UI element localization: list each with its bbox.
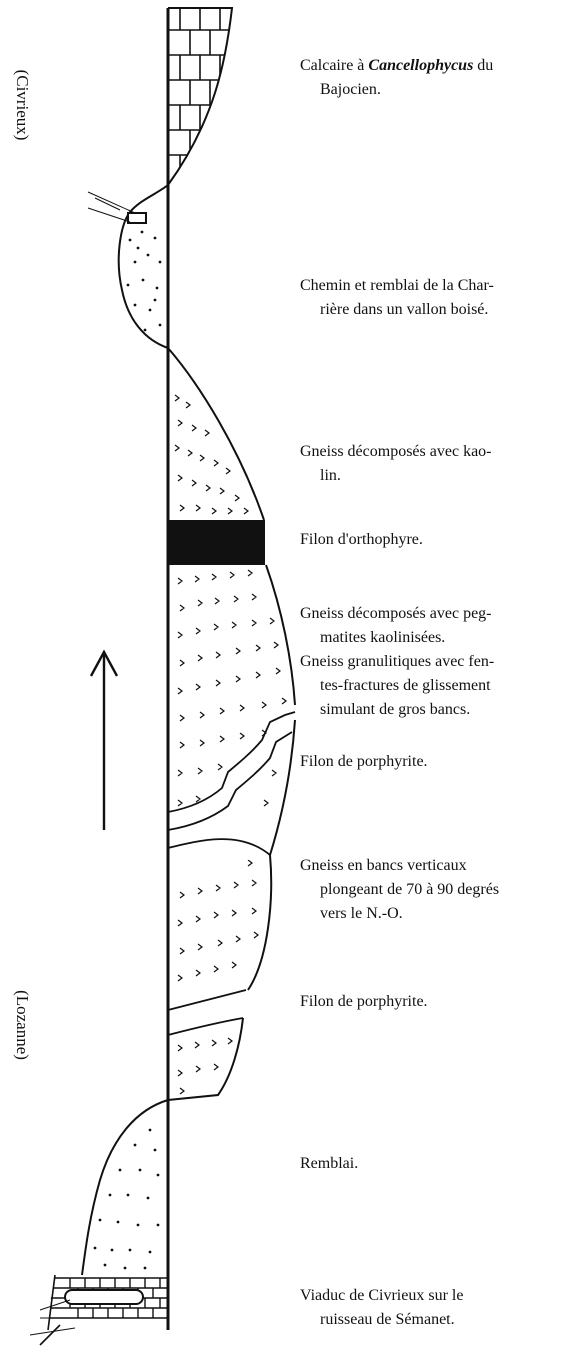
direction-arrow-icon — [91, 652, 117, 830]
layer-label-remblai: Remblai. — [300, 1152, 578, 1176]
layer-label-calcaire: Calcaire à Cancellophycus du Bajocien. — [300, 54, 578, 102]
viaduc-layer — [30, 1275, 168, 1345]
gneiss-lower-layer — [168, 1018, 243, 1100]
layer-label-gneiss-granulitiques: Gneiss granulitiques avec fen- tes-fract… — [300, 650, 578, 722]
chemin-layer — [88, 185, 168, 348]
layer-label-chemin: Chemin et remblai de la Char- rière dans… — [300, 274, 578, 322]
layer-label-viaduc: Viaduc de Civrieux sur le ruisseau de Sé… — [300, 1284, 578, 1332]
gneiss-kaolin-layer — [168, 348, 264, 520]
porphyrite-1-band — [168, 712, 295, 830]
gneiss-bancs-layer — [168, 855, 271, 1035]
calcaire-layer — [168, 8, 235, 185]
layer-label-gneiss-kaolin: Gneiss décomposés avec kao- lin. — [300, 440, 578, 488]
side-label-top: (Civrieux) — [7, 40, 37, 170]
layer-label-porphyrite-2: Filon de porphyrite. — [300, 990, 578, 1014]
layer-label-orthophyre: Filon d'orthophyre. — [300, 528, 578, 552]
gneiss-granulitiques-layer — [168, 565, 295, 855]
layer-label-porphyrite-1: Filon de porphyrite. — [300, 750, 578, 774]
layer-label-gneiss-pegmatites: Gneiss décomposés avec peg- matites kaol… — [300, 602, 578, 650]
layer-label-gneiss-bancs: Gneiss en bancs verticaux plongeant de 7… — [300, 854, 578, 926]
geological-section-drawing — [0, 0, 300, 1347]
remblai-layer — [82, 1100, 168, 1275]
side-label-bottom: (Lozanne) — [7, 960, 37, 1090]
porphyrite-2-band — [168, 990, 246, 1035]
orthophyre-layer — [168, 520, 265, 565]
